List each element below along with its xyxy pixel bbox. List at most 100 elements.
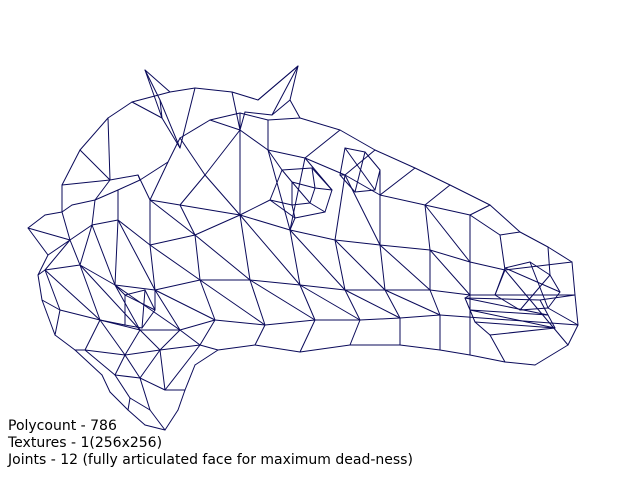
wire-edge xyxy=(137,174,151,201)
wire-edge xyxy=(167,137,181,163)
wire-edge xyxy=(414,167,451,186)
wire-edge xyxy=(127,409,146,426)
wire-edge xyxy=(239,214,301,286)
wire-edge xyxy=(179,87,196,149)
wire-edge xyxy=(239,199,271,216)
wire-edge xyxy=(69,239,81,266)
wire-edge xyxy=(59,309,101,321)
wire-edge xyxy=(299,117,341,131)
wire-edge xyxy=(239,214,251,281)
wire-edge xyxy=(109,174,139,181)
wire-edge xyxy=(159,329,181,351)
wire-edge xyxy=(539,294,576,301)
wire-edge xyxy=(344,149,376,176)
wire-edge xyxy=(149,234,196,246)
wire-edge xyxy=(79,149,111,181)
wire-edge xyxy=(334,174,346,241)
wire-edge xyxy=(214,319,266,326)
wire-edge xyxy=(244,111,273,116)
wire-edge xyxy=(499,231,521,236)
wire-edge xyxy=(324,189,333,213)
wire-edge xyxy=(384,289,441,316)
wire-edge xyxy=(149,244,156,291)
wire-edge xyxy=(424,204,471,216)
wire-edge xyxy=(339,147,346,176)
wire-edge xyxy=(159,99,163,119)
wire-edge xyxy=(289,157,306,231)
wire-edge xyxy=(94,179,111,201)
wire-edge xyxy=(139,329,161,351)
wire-edge xyxy=(44,269,101,321)
wire-edge xyxy=(464,294,471,299)
wire-edge xyxy=(547,291,561,309)
wire-edge xyxy=(204,174,241,216)
wire-edge xyxy=(149,199,196,236)
wire-edge xyxy=(281,167,313,171)
wire-edge xyxy=(184,364,196,391)
wire-edge xyxy=(254,344,301,353)
wire-edge xyxy=(209,112,241,121)
wire-edge xyxy=(239,111,246,131)
wire-edge xyxy=(309,202,326,213)
wire-edge xyxy=(149,199,181,206)
wire-edge xyxy=(94,189,119,201)
wire-edge xyxy=(179,204,196,236)
wire-edge xyxy=(231,91,241,131)
wire-edge xyxy=(84,319,101,351)
wire-edge xyxy=(71,199,96,206)
wire-edge xyxy=(429,289,441,316)
wire-edge xyxy=(124,294,156,311)
wire-edge xyxy=(374,169,381,191)
wire-edge xyxy=(269,169,283,201)
wire-edge xyxy=(114,219,119,286)
wire-edge xyxy=(299,284,361,321)
wire-edge xyxy=(344,289,401,319)
wire-edge xyxy=(117,219,151,246)
wire-edge xyxy=(469,309,556,329)
wire-edge xyxy=(44,264,81,271)
wire-edge xyxy=(154,289,181,331)
wire-edge xyxy=(379,244,431,251)
wire-edge xyxy=(179,319,216,331)
wire-edge xyxy=(304,157,346,176)
wire-edge xyxy=(281,169,293,183)
wire-edge xyxy=(499,234,506,271)
wire-edge xyxy=(127,397,131,411)
wire-edge xyxy=(177,389,186,411)
wire-edge xyxy=(267,149,291,231)
wire-edge xyxy=(529,261,549,309)
wire-edge xyxy=(114,354,126,376)
wire-edge xyxy=(217,344,256,351)
wire-edge xyxy=(334,239,346,291)
wire-edge xyxy=(117,179,141,191)
wire-edge xyxy=(344,174,381,196)
wire-edge xyxy=(159,99,181,149)
wire-edge xyxy=(547,307,579,326)
wire-edge xyxy=(61,211,71,241)
wire-edge xyxy=(114,284,156,291)
wire-edge xyxy=(289,65,299,101)
wire-edge xyxy=(169,87,196,93)
wire-edge xyxy=(109,391,129,411)
wire-edge xyxy=(504,361,536,366)
wire-edge xyxy=(304,129,341,159)
wire-edge xyxy=(379,167,416,196)
wire-edge xyxy=(271,65,299,116)
wire-edge xyxy=(61,179,111,186)
wire-edge xyxy=(504,261,573,271)
wire-edge xyxy=(141,309,156,329)
wire-edge xyxy=(179,174,206,206)
wire-edge xyxy=(489,334,506,363)
wire-edge xyxy=(299,284,346,291)
wire-edge xyxy=(474,321,556,329)
wire-edge xyxy=(289,229,346,291)
wire-edge xyxy=(547,246,573,263)
wire-edge xyxy=(47,239,71,256)
wire-edge xyxy=(539,299,549,316)
wire-edge xyxy=(424,204,471,263)
wire-edge xyxy=(299,284,316,321)
wire-edge xyxy=(99,319,126,326)
wire-edge xyxy=(37,274,43,301)
wire-edge xyxy=(139,377,166,391)
wire-edge xyxy=(289,99,301,119)
